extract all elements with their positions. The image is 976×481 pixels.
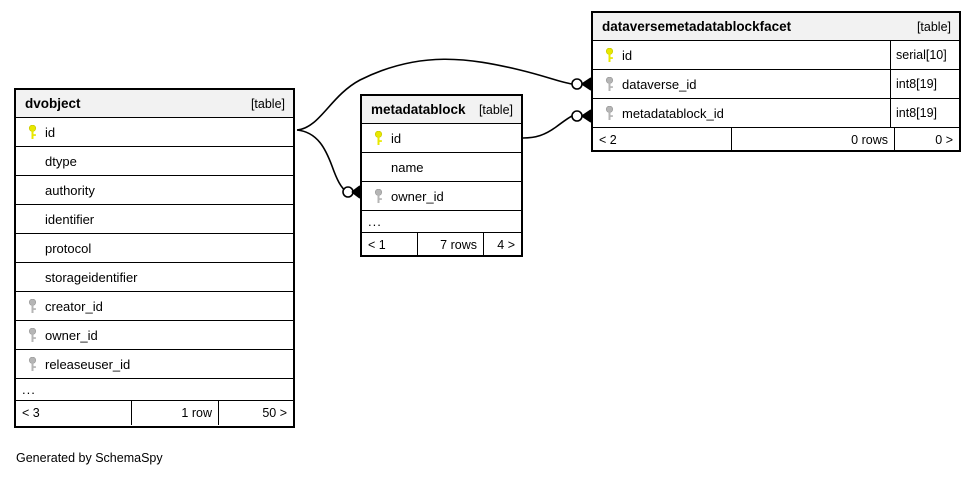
column-row-authority[interactable]: authority	[16, 176, 293, 205]
column-type: int8[19]	[890, 70, 959, 98]
column-row-storageidentifier[interactable]: storageidentifier	[16, 263, 293, 292]
foreign-key-icon	[23, 350, 41, 378]
more-columns-indicator: ...	[16, 379, 293, 401]
column-label: dtype	[45, 153, 77, 169]
footer-row-count: 0 rows	[731, 128, 894, 152]
column-row-id[interactable]: id serial[10]	[593, 41, 959, 70]
more-columns-indicator: ...	[362, 211, 521, 233]
generated-by-note: Generated by SchemaSpy	[16, 451, 163, 465]
column-label: id	[622, 47, 633, 63]
column-row-id[interactable]: id	[16, 118, 293, 147]
foreign-key-icon	[23, 321, 41, 349]
column-label: protocol	[45, 240, 92, 256]
column-row-creator-id[interactable]: creator_id	[16, 292, 293, 321]
foreign-key-icon	[369, 182, 387, 210]
column-label: releaseuser_id	[45, 356, 131, 372]
column-label: authority	[45, 182, 95, 198]
column-row-identifier[interactable]: identifier	[16, 205, 293, 234]
table-header-dataversemetadatablockfacet: dataversemetadatablockfacet [table]	[593, 13, 959, 41]
column-name-cell: dataverse_id	[593, 70, 890, 98]
table-type-tag: [table]	[478, 102, 513, 117]
footer-row-count: 1 row	[131, 401, 218, 425]
column-name-cell: owner_id	[16, 321, 293, 349]
footer-parents-count[interactable]: < 3	[22, 406, 40, 420]
table-metadatablock[interactable]: metadatablock [table] id name	[360, 94, 523, 257]
column-name-cell: identifier	[16, 205, 293, 233]
footer-children-count[interactable]: 50 >	[218, 401, 293, 425]
column-name-cell: name	[362, 153, 521, 181]
column-name-cell: dtype	[16, 147, 293, 175]
column-label: name	[391, 159, 424, 175]
column-label: metadatablock_id	[622, 105, 724, 121]
no-key-spacer	[23, 205, 41, 233]
column-name-cell: storageidentifier	[16, 263, 293, 291]
column-name-cell: releaseuser_id	[16, 350, 293, 378]
primary-key-icon	[23, 118, 41, 146]
table-footer-metadatablock: < 1 7 rows 4 >	[362, 233, 521, 257]
table-title: dvobject	[25, 96, 81, 111]
column-row-metadatablock-id[interactable]: metadatablock_id int8[19]	[593, 99, 959, 128]
footer-parents-count[interactable]: < 1	[368, 238, 386, 252]
column-row-name[interactable]: name	[362, 153, 521, 182]
primary-key-icon	[600, 41, 618, 69]
table-dvobject[interactable]: dvobject [table] id dtype	[14, 88, 295, 428]
no-key-spacer	[369, 153, 387, 181]
footer-row-count: 7 rows	[417, 233, 483, 257]
foreign-key-icon	[23, 292, 41, 320]
column-label: id	[391, 130, 402, 146]
column-type: serial[10]	[890, 41, 959, 69]
column-row-releaseuser-id[interactable]: releaseuser_id	[16, 350, 293, 379]
column-label: owner_id	[45, 327, 98, 343]
column-label: id	[45, 124, 56, 140]
table-header-dvobject: dvobject [table]	[16, 90, 293, 118]
relationship-line-metadatablock-facet	[522, 115, 573, 139]
table-type-tag: [table]	[250, 96, 285, 111]
footer-children-count[interactable]: 0 >	[894, 128, 959, 152]
column-row-dtype[interactable]: dtype	[16, 147, 293, 176]
no-key-spacer	[23, 147, 41, 175]
column-label: creator_id	[45, 298, 103, 314]
table-dataversemetadatablockfacet[interactable]: dataversemetadatablockfacet [table] id s…	[591, 11, 961, 152]
column-label: identifier	[45, 211, 95, 227]
no-key-spacer	[23, 263, 41, 291]
column-row-owner-id[interactable]: owner_id	[16, 321, 293, 350]
column-row-id[interactable]: id	[362, 124, 521, 153]
column-name-cell: creator_id	[16, 292, 293, 320]
column-type: int8[19]	[890, 99, 959, 127]
column-row-owner-id[interactable]: owner_id	[362, 182, 521, 211]
column-name-cell: protocol	[16, 234, 293, 262]
no-key-spacer	[23, 176, 41, 204]
column-name-cell: id	[593, 41, 890, 69]
no-key-spacer	[23, 234, 41, 262]
column-name-cell: authority	[16, 176, 293, 204]
table-type-tag: [table]	[916, 19, 951, 34]
relationship-line-dvobject-metadatablock	[296, 129, 348, 193]
column-label: storageidentifier	[45, 269, 138, 285]
table-header-metadatablock: metadatablock [table]	[362, 96, 521, 124]
column-label: dataverse_id	[622, 76, 697, 92]
table-footer-dataversemetadatablockfacet: < 2 0 rows 0 >	[593, 128, 959, 152]
column-name-cell: id	[362, 124, 521, 152]
table-footer-dvobject: < 3 1 row 50 >	[16, 401, 293, 425]
primary-key-icon	[369, 124, 387, 152]
foreign-key-icon	[600, 99, 618, 127]
column-row-dataverse-id[interactable]: dataverse_id int8[19]	[593, 70, 959, 99]
table-title: metadatablock	[371, 102, 466, 117]
footer-children-count[interactable]: 4 >	[483, 233, 521, 257]
column-name-cell: owner_id	[362, 182, 521, 210]
column-label: owner_id	[391, 188, 444, 204]
column-name-cell: id	[16, 118, 293, 146]
foreign-key-icon	[600, 70, 618, 98]
column-name-cell: metadatablock_id	[593, 99, 890, 127]
footer-parents-count[interactable]: < 2	[599, 133, 617, 147]
column-row-protocol[interactable]: protocol	[16, 234, 293, 263]
table-title: dataversemetadatablockfacet	[602, 19, 792, 34]
